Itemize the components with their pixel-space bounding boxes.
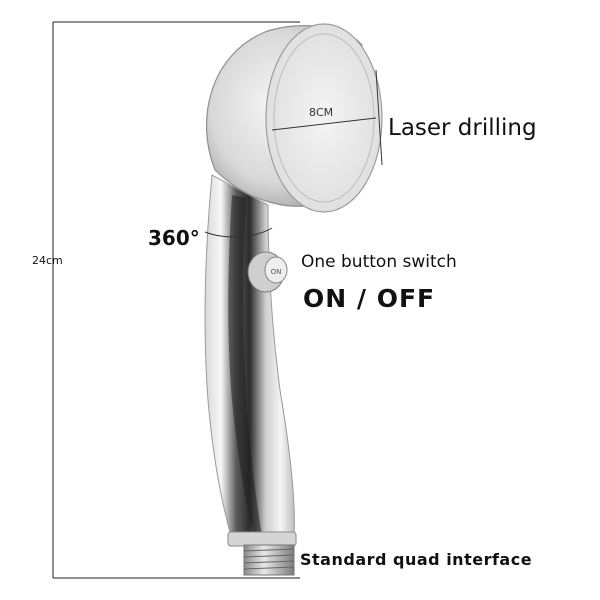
diameter-line	[271, 117, 377, 131]
interface-label: Standard quad interface	[300, 550, 533, 569]
switch-label: One button switch	[301, 252, 457, 272]
thread-connector	[243, 544, 295, 576]
height-dimension-line	[52, 21, 300, 579]
swivel-ring	[204, 227, 273, 238]
switch-button: ON	[247, 251, 288, 293]
svg-text:ON: ON	[271, 268, 282, 276]
rotation-label: 360°	[148, 226, 200, 250]
laser-drilling-label: Laser drilling	[388, 115, 537, 141]
handle-collar	[227, 531, 297, 547]
laser-pointer-line	[375, 69, 383, 166]
spray-face	[265, 23, 383, 213]
diameter-label: 8CM	[309, 106, 334, 119]
height-label: 24cm	[32, 254, 63, 267]
handle-dark-stripe	[228, 195, 262, 535]
on-off-label: ON / OFF	[303, 284, 436, 313]
